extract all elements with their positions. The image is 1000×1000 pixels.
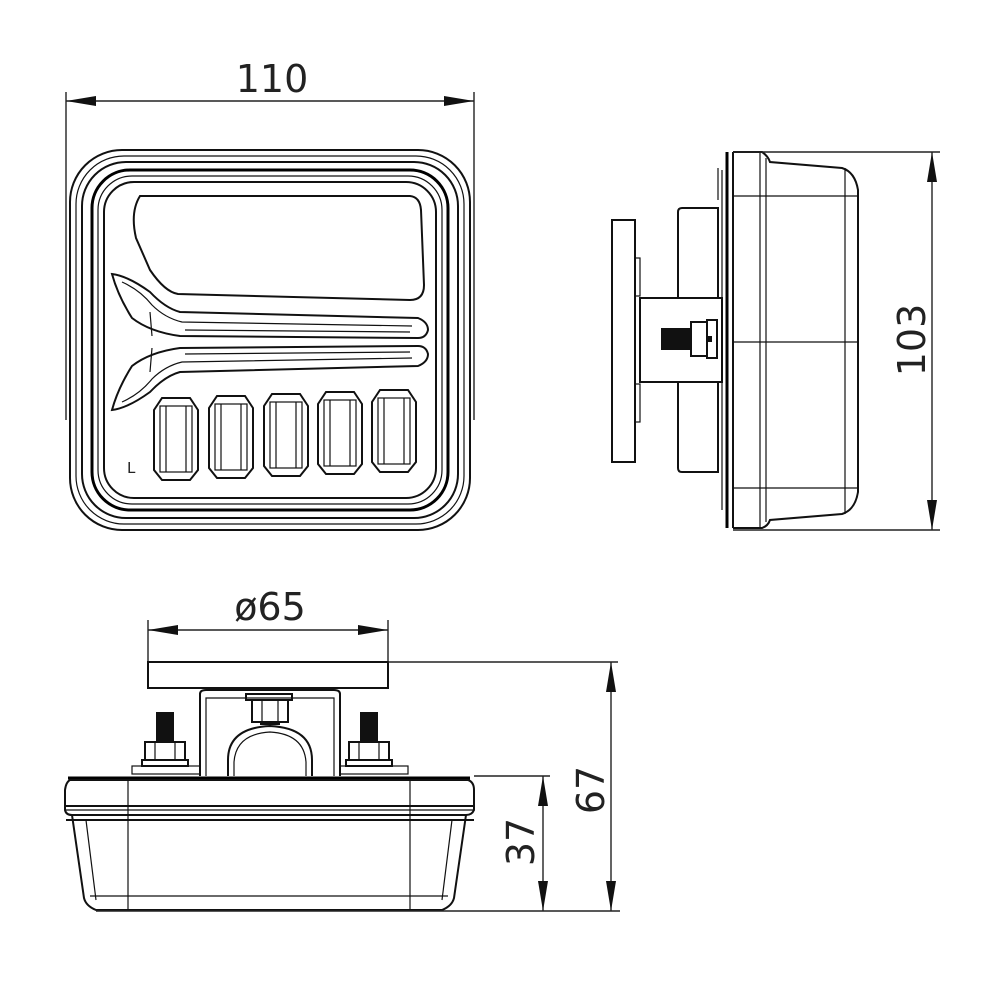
- total-depth-dimension: 67: [388, 661, 618, 911]
- width-dimension: 110: [65, 57, 475, 420]
- upper-light-window: [132, 195, 426, 302]
- cable-arch: [227, 724, 313, 776]
- led-segment-1: [153, 397, 199, 481]
- body-depth-label: 37: [499, 818, 543, 866]
- led-segment-3: [263, 393, 309, 477]
- height-dimension-label: 103: [890, 304, 934, 377]
- center-bolt: [245, 693, 293, 725]
- width-dimension-label: 110: [236, 57, 309, 101]
- terminal-stud-left: [131, 712, 201, 775]
- housing-outline: [69, 149, 471, 531]
- total-depth-label: 67: [569, 766, 613, 814]
- lamp-body: [64, 776, 475, 911]
- body-depth-dimension: 37: [96, 775, 620, 912]
- terminal-stud-right: [339, 712, 409, 775]
- led-segment-5: [371, 389, 417, 473]
- led-segment-4: [317, 391, 363, 475]
- mounting-plate: [611, 219, 636, 463]
- side-bolt: [661, 319, 718, 359]
- mount-diameter-label: ø65: [234, 585, 306, 629]
- bottom-view: ø65: [64, 585, 620, 912]
- front-view: 110: [65, 57, 475, 531]
- led-segments: [153, 389, 417, 481]
- indicator-arrow-bars: [110, 272, 430, 412]
- height-dimension: 103: [733, 151, 940, 531]
- mount-diameter-dimension: ø65: [147, 585, 389, 688]
- mounting-disk: [147, 661, 389, 689]
- led-segment-2: [208, 395, 254, 479]
- side-view: 103: [611, 151, 940, 531]
- side-marking-label: L: [127, 459, 136, 477]
